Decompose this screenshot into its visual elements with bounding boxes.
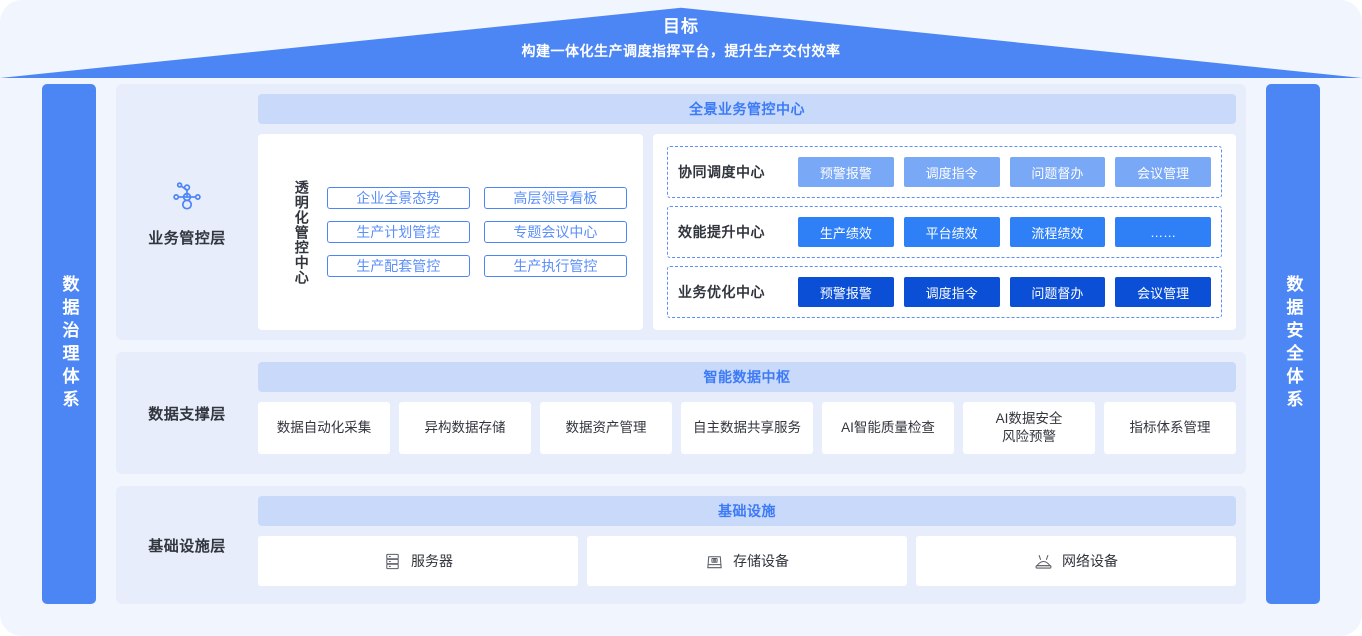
business-center-row: 效能提升中心 生产绩效 平台绩效 流程绩效 ……	[667, 206, 1222, 258]
side-bar-data-governance: 数据治理体系	[42, 84, 96, 604]
data-cell[interactable]: 指标体系管理	[1104, 402, 1236, 454]
business-layer-body: 全景业务管控中心 透明化管控中心 企业全景态势 高层领导看板 生产计划管控 专题…	[258, 84, 1246, 340]
goal-banner: 目标 构建一体化生产调度指挥平台，提升生产交付效率	[0, 0, 1362, 80]
side-bar-left-label: 数据治理体系	[59, 275, 79, 413]
data-layer-body: 智能数据中枢 数据自动化采集 异构数据存储 数据资产管理 自主数据共享服务 AI…	[258, 352, 1246, 474]
data-layer-label: 数据支撑层	[148, 405, 226, 423]
section-business-layer: 业务管控层 全景业务管控中心 透明化管控中心 企业全景态势 高层领导看板 生产计…	[116, 84, 1246, 340]
infrastructure-cell-server[interactable]: 服务器	[258, 536, 578, 586]
infrastructure-layer-left: 基础设施层	[116, 486, 258, 604]
center-chip[interactable]: 预警报警	[798, 277, 894, 307]
infrastructure-layer-body: 基础设施 服务器	[258, 486, 1246, 604]
biz-button[interactable]: 生产执行管控	[483, 255, 627, 277]
center-chip[interactable]: 流程绩效	[1009, 217, 1106, 247]
network-router-icon	[1034, 552, 1053, 571]
business-center-label: 业务优化中心	[678, 284, 765, 300]
section-data-layer: 数据支撑层 智能数据中枢 数据自动化采集 异构数据存储 数据资产管理 自主数据共…	[116, 352, 1246, 474]
business-center-row: 业务优化中心 预警报警 调度指令 问题督办 会议管理	[667, 266, 1222, 318]
biz-button[interactable]: 高层领导看板	[483, 187, 627, 209]
infrastructure-grid: 服务器 存储设备	[258, 536, 1236, 586]
infrastructure-layer-header: 基础设施	[258, 496, 1236, 526]
business-centers-card: 协同调度中心 预警报警 调度指令 问题督办 会议管理 效能提升中心 生产绩效 平…	[653, 134, 1236, 330]
center-chip[interactable]: 调度指令	[903, 157, 1000, 187]
layer-stack: 业务管控层 全景业务管控中心 透明化管控中心 企业全景态势 高层领导看板 生产计…	[116, 84, 1246, 604]
side-bar-data-security: 数据安全体系	[1266, 84, 1320, 604]
biz-button[interactable]: 生产计划管控	[326, 221, 470, 243]
center-chip[interactable]: 问题督办	[1009, 277, 1106, 307]
infrastructure-cell-label: 存储设备	[733, 553, 789, 569]
data-cell[interactable]: AI智能质量检查	[822, 402, 954, 454]
center-chip-more[interactable]: ……	[1115, 217, 1211, 247]
center-chip[interactable]: 会议管理	[1115, 157, 1211, 187]
transparent-control-center-card: 透明化管控中心 企业全景态势 高层领导看板 生产计划管控 专题会议中心 生产配套…	[258, 134, 643, 330]
infrastructure-cell-network[interactable]: 网络设备	[916, 536, 1236, 586]
data-layer-grid: 数据自动化采集 异构数据存储 数据资产管理 自主数据共享服务 AI智能质量检查 …	[258, 402, 1236, 454]
biz-button[interactable]: 生产配套管控	[326, 255, 470, 277]
infrastructure-cell-storage[interactable]: 存储设备	[587, 536, 907, 586]
biz-button[interactable]: 专题会议中心	[483, 221, 627, 243]
business-layer-row: 透明化管控中心 企业全景态势 高层领导看板 生产计划管控 专题会议中心 生产配套…	[258, 134, 1236, 330]
business-layer-left: 业务管控层	[116, 84, 258, 340]
data-layer-left: 数据支撑层	[116, 352, 258, 474]
center-chip[interactable]: 会议管理	[1115, 277, 1211, 307]
section-infrastructure-layer: 基础设施层 基础设施	[116, 486, 1246, 604]
data-cell[interactable]: 异构数据存储	[399, 402, 531, 454]
side-bar-right-label: 数据安全体系	[1283, 275, 1303, 413]
data-cell[interactable]: AI数据安全 风险预警	[963, 402, 1095, 454]
center-chip[interactable]: 平台绩效	[903, 217, 1000, 247]
center-chip[interactable]: 问题督办	[1009, 157, 1106, 187]
center-chip[interactable]: 生产绩效	[798, 217, 894, 247]
banner-title: 目标	[663, 17, 699, 36]
data-layer-header: 智能数据中枢	[258, 362, 1236, 392]
business-center-label: 协同调度中心	[678, 164, 765, 180]
infrastructure-layer-label: 基础设施层	[148, 537, 226, 555]
data-cell[interactable]: 数据资产管理	[540, 402, 672, 454]
business-layer-header: 全景业务管控中心	[258, 94, 1236, 124]
business-layer-label: 业务管控层	[148, 229, 226, 247]
business-center-row: 协同调度中心 预警报警 调度指令 问题督办 会议管理	[667, 146, 1222, 198]
storage-device-icon	[705, 552, 724, 571]
infrastructure-cell-label: 服务器	[411, 553, 453, 569]
data-cell[interactable]: 自主数据共享服务	[681, 402, 813, 454]
infrastructure-cell-label: 网络设备	[1062, 553, 1118, 569]
data-cell[interactable]: 数据自动化采集	[258, 402, 390, 454]
banner-subtitle: 构建一体化生产调度指挥平台，提升生产交付效率	[521, 43, 841, 59]
center-chip[interactable]: 预警报警	[798, 157, 894, 187]
network-node-icon	[167, 177, 207, 217]
banner-text-group: 目标 构建一体化生产调度指挥平台，提升生产交付效率	[0, 16, 1362, 62]
server-rack-icon	[383, 552, 402, 571]
biz-button[interactable]: 企业全景态势	[326, 187, 470, 209]
transparent-control-center-buttons: 企业全景态势 高层领导看板 生产计划管控 专题会议中心 生产配套管控 生产执行管…	[326, 187, 627, 277]
center-chip[interactable]: 调度指令	[903, 277, 1000, 307]
transparent-control-center-label: 透明化管控中心	[293, 179, 310, 285]
business-center-label: 效能提升中心	[678, 224, 765, 240]
